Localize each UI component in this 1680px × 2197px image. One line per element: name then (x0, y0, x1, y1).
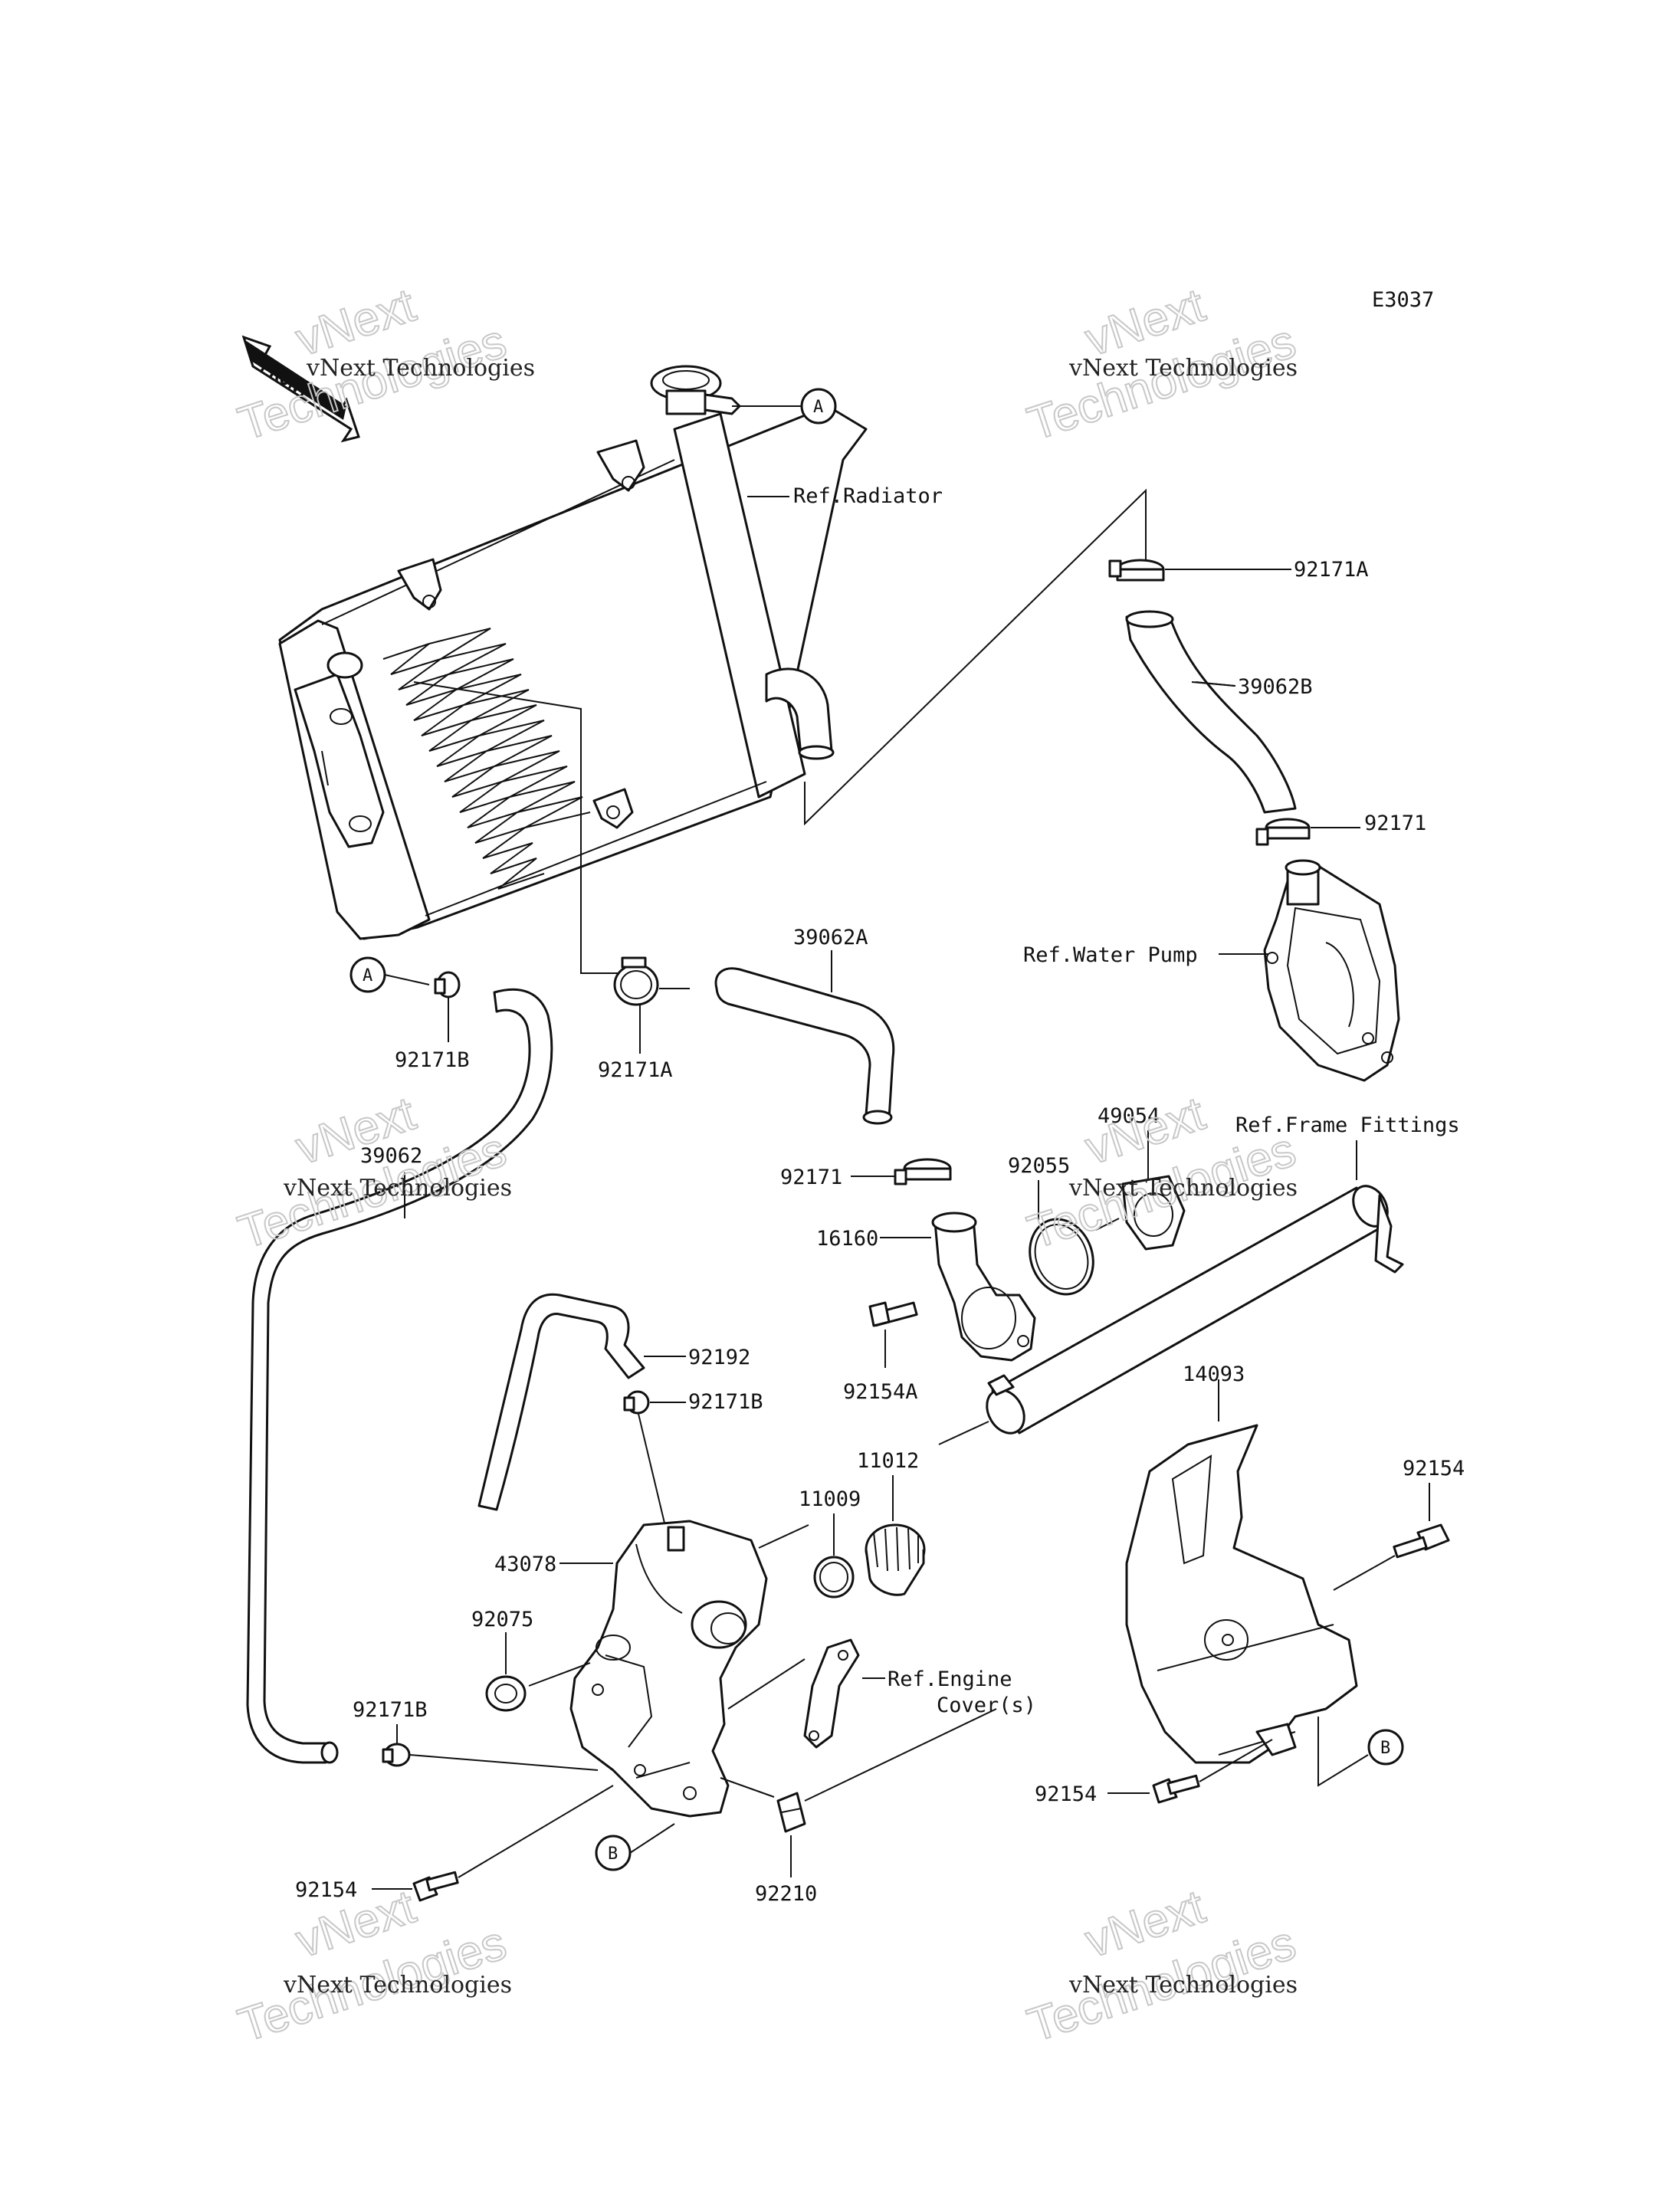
part-16160: 16160 (816, 1227, 878, 1251)
watermark-text: vNext Technologies (1068, 355, 1298, 382)
cap-11012 (865, 1523, 926, 1596)
part-92210: 92210 (755, 1882, 817, 1906)
callout-b-right (1367, 1729, 1404, 1766)
callout-a-top (800, 388, 837, 425)
part-92192: 92192 (688, 1346, 750, 1369)
callout-a-top-label: A (813, 398, 823, 417)
part-92154-bottom-right: 92154 (1035, 1782, 1097, 1806)
water-pump (1263, 859, 1400, 1082)
bolt-92154a (868, 1301, 918, 1327)
watermark-mid-left: vNext Technologies vNext Technologies (231, 1087, 514, 1261)
watermark-text: vNext Technologies (1068, 1175, 1298, 1202)
radiator (278, 365, 868, 940)
thermostat-49054 (1095, 1175, 1186, 1251)
ref-engine-cover-1: Ref.Engine (888, 1667, 1012, 1691)
watermark-text: vNext Technologies (1068, 1972, 1298, 1999)
watermark-top-right: vNext Technologies vNext Technologies (1021, 278, 1303, 452)
part-39062: 39062 (360, 1144, 422, 1168)
part-49054: 49054 (1098, 1104, 1160, 1128)
part-92171a-top: 92171A (1294, 558, 1369, 582)
callout-b-right-label: B (1380, 1739, 1390, 1758)
part-92154a: 92154A (843, 1380, 918, 1404)
watermark-text: vNext Technologies (283, 1972, 512, 1999)
bolt-92154-right (1393, 1523, 1450, 1559)
part-92171b-left: 92171B (395, 1048, 470, 1072)
watermark-bottom-right: vNext Technologies vNext Technologies (1021, 1880, 1303, 2054)
clamp-92171b-low (382, 1743, 411, 1767)
clamp-92171a-mid (613, 956, 659, 1006)
diagram-code: E3037 (1372, 288, 1434, 312)
part-11009: 11009 (799, 1487, 861, 1511)
bolt-92154-bottom-right (1152, 1774, 1200, 1804)
part-92171-right: 92171 (1364, 812, 1426, 835)
part-92154-right: 92154 (1403, 1457, 1465, 1481)
hose-39062b (1125, 612, 1297, 814)
clamp-92171b-left (434, 971, 461, 998)
frame-fittings-tube (986, 1185, 1404, 1435)
part-39062a: 39062A (793, 926, 868, 949)
part-92171a-mid: 92171A (598, 1058, 673, 1082)
hose-39062a (714, 967, 895, 1120)
part-92154-bottom-left: 92154 (295, 1878, 357, 1902)
watermark-bottom-left: vNext Technologies vNext Technologies (231, 1880, 514, 2054)
ref-water-pump: Ref.Water Pump (1023, 943, 1198, 967)
ref-radiator: Ref.Radiator (793, 484, 943, 508)
part-43078: 43078 (494, 1553, 556, 1576)
clip-92210 (776, 1792, 806, 1833)
grommet-92075 (485, 1675, 527, 1712)
watermark-text: vNext Technologies (306, 355, 535, 382)
ref-frame-fittings: Ref.Frame Fittings (1235, 1113, 1460, 1137)
housing-16160 (931, 1212, 1036, 1362)
part-92055: 92055 (1008, 1154, 1070, 1178)
part-92075: 92075 (471, 1608, 533, 1631)
reservoir-43078 (569, 1520, 768, 1818)
clamp-92171-mid (894, 1158, 952, 1185)
callout-a-left-label: A (363, 966, 372, 985)
part-11012: 11012 (857, 1449, 919, 1473)
clamp-92171a-top (1108, 559, 1165, 582)
part-14093: 14093 (1183, 1362, 1245, 1386)
oring-92055 (1029, 1218, 1094, 1296)
watermark-text: vNext Technologies (283, 1175, 512, 1202)
cover-14093 (1125, 1424, 1358, 1764)
bolt-92154-bottom-left (412, 1871, 459, 1902)
callout-b-bottom-label: B (608, 1844, 618, 1864)
hose-92192 (477, 1293, 645, 1511)
clamp-92171-right (1255, 818, 1311, 846)
part-92171b-low: 92171B (353, 1698, 428, 1722)
part-92171-mid: 92171 (780, 1166, 842, 1189)
part-39062b: 39062B (1238, 675, 1313, 699)
engine-cover-bracket (803, 1638, 860, 1749)
clamp-92171b-mid (623, 1390, 650, 1415)
part-92171b-mid: 92171B (688, 1390, 763, 1414)
